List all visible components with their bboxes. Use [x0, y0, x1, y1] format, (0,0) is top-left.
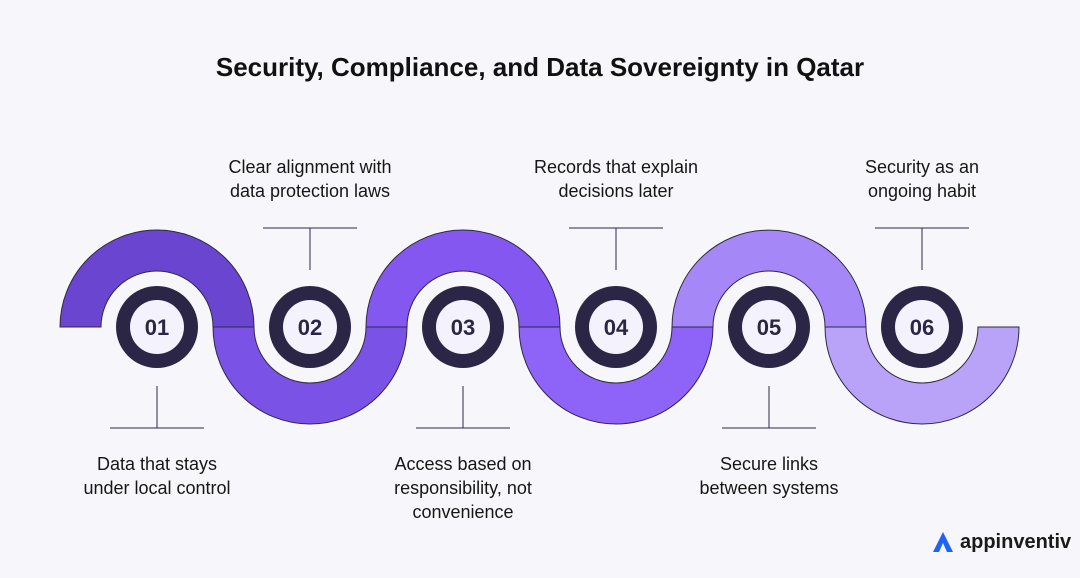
step-label-line: Access based on [394, 454, 532, 474]
brand-logo: appinventiv [930, 527, 1071, 557]
step-label-line: Secure links [719, 454, 819, 474]
step-label-line: data protection laws [229, 181, 391, 201]
connector-04 [569, 227, 663, 270]
page-title: Security, Compliance, and Data Sovereign… [215, 52, 865, 82]
step-label-line: responsibility, not [394, 478, 532, 498]
step-badge-03: 03 [422, 286, 504, 368]
step-number: 02 [298, 315, 322, 340]
step-label-01: Data that stays under local control [42, 452, 272, 500]
step-badge-06: 06 [881, 286, 963, 368]
step-label-line: Data that stays [96, 454, 218, 474]
step-number: 05 [757, 315, 781, 340]
brand-name: appinventiv [960, 530, 1072, 553]
step-label-line: decisions later [558, 181, 674, 201]
step-label-line: Security as an [864, 157, 980, 177]
step-number: 01 [145, 315, 169, 340]
connector-01 [110, 386, 204, 429]
connector-06 [875, 227, 969, 270]
wave-segment-06 [824, 326, 1020, 425]
step-label-line: convenience [412, 502, 514, 522]
step-number: 06 [910, 315, 934, 340]
step-number: 04 [604, 315, 629, 340]
step-badge-04: 04 [575, 286, 657, 368]
connector-03 [416, 386, 510, 429]
wave-segment-03 [365, 229, 561, 328]
wave-segment-04 [518, 326, 714, 425]
step-label-line: Records that explain [533, 157, 699, 177]
step-label-line: between systems [699, 478, 839, 498]
step-label-line: ongoing habit [867, 181, 977, 201]
step-label-line: Clear alignment with [228, 157, 392, 177]
connector-05 [722, 386, 816, 429]
step-label-05: Secure links between systems [654, 452, 884, 500]
connector-02 [263, 227, 357, 270]
wave-segment-01 [59, 229, 255, 328]
step-number: 03 [451, 315, 475, 340]
step-badge-05: 05 [728, 286, 810, 368]
step-label-04: Records that explain decisions later [501, 155, 731, 203]
step-badge-01: 01 [116, 286, 198, 368]
step-label-06: Security as an ongoing habit [807, 155, 1037, 203]
step-label-line: under local control [83, 478, 231, 498]
wave-segment-05 [671, 229, 867, 328]
wave-segment-02 [212, 326, 408, 425]
step-label-03: Access based on responsibility, not conven… [348, 452, 578, 524]
appinventiv-logo-icon [933, 532, 953, 552]
step-label-02: Clear alignment with data protection laws [195, 155, 425, 203]
step-badge-02: 02 [269, 286, 351, 368]
